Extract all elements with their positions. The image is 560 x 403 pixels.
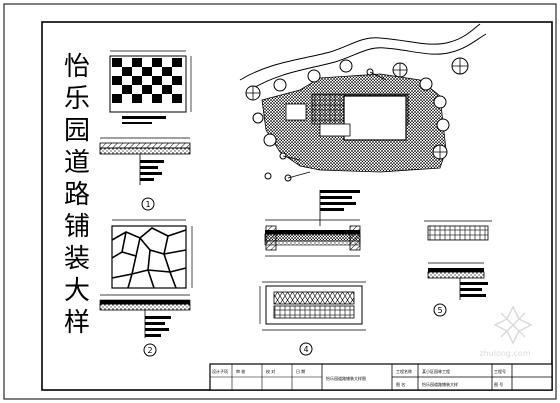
- detail-marker-4: [299, 342, 313, 356]
- watermark: zhulong.com: [479, 305, 533, 358]
- outer-border: [3, 3, 557, 400]
- tb-design-label: 设计子项: [212, 368, 228, 374]
- tb-cell: 校 对: [266, 368, 275, 374]
- detail-marker-5-label: 5: [437, 306, 442, 315]
- tb-drawing-name: 怡乐园道路铺装大样图: [326, 375, 366, 381]
- watermark-logo-icon: [493, 305, 533, 345]
- detail-marker-5: [433, 303, 447, 317]
- tb-cell: 日 期: [296, 368, 305, 374]
- tb-sheet-label: 图 号: [494, 381, 503, 387]
- detail-1: 1: [99, 50, 192, 211]
- detail-marker-4-label: 4: [303, 345, 308, 354]
- detail-marker-2: [143, 343, 157, 357]
- title-char: 怡: [63, 52, 90, 82]
- tb-number-label: 工程号: [494, 368, 506, 374]
- site-plan: [239, 23, 487, 182]
- detail-4: 4: [259, 281, 366, 356]
- detail-marker-2-label: 2: [147, 346, 152, 355]
- detail-marker-1: [141, 197, 155, 211]
- watermark-text: zhulong.com: [479, 349, 530, 358]
- detail-2: 2: [99, 219, 193, 357]
- title-char: 道: [63, 148, 90, 178]
- title-char: 装: [63, 244, 90, 274]
- title-char: 乐: [63, 84, 90, 114]
- title-char: 铺: [63, 212, 90, 242]
- detail-3: [264, 190, 361, 257]
- tb-project-value: 某小区园林工程: [422, 368, 450, 374]
- title-block: 设计子项 审 核 校 对 日 期 怡乐园道路铺装大样图 工程名称 某小区园林工程…: [209, 363, 553, 391]
- tb-project-label: 工程名称: [396, 368, 412, 374]
- title-char: 大: [63, 276, 90, 306]
- tb-cell: 审 核: [236, 368, 245, 374]
- title-char: 路: [63, 180, 90, 210]
- title-char: 样: [63, 308, 90, 338]
- tb-drawing-value: 怡乐园道路铺装大样: [422, 381, 458, 387]
- detail-marker-1-label: 1: [145, 200, 150, 209]
- detail-5: 5: [424, 220, 492, 317]
- tb-drawing-label: 图 名: [396, 381, 405, 387]
- title-char: 园: [63, 116, 90, 146]
